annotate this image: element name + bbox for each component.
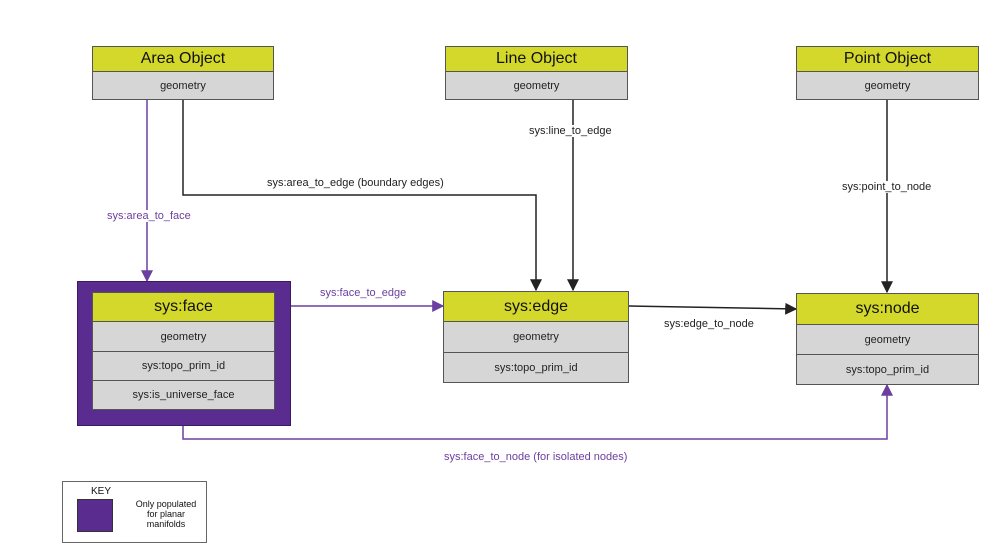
legend-key: KEY Only populated for planar manifolds <box>62 481 207 543</box>
face-topo-prim-id-field: sys:topo_prim_id <box>92 352 275 381</box>
legend-swatch-planar <box>77 499 113 532</box>
area-object-geometry-field: geometry <box>92 72 274 100</box>
point-object-title: Point Object <box>796 46 979 72</box>
area-object-title: Area Object <box>92 46 274 72</box>
face-geometry-field: geometry <box>92 322 275 352</box>
face-is-universe-face-field: sys:is_universe_face <box>92 381 275 410</box>
edge-title: sys:edge <box>443 291 629 322</box>
point-object-geometry-field: geometry <box>796 72 979 100</box>
line-object-node[interactable]: Line Object geometry <box>445 46 628 100</box>
node-geometry-field: geometry <box>796 325 979 355</box>
label-area-to-edge: sys:area_to_edge (boundary edges) <box>267 177 444 189</box>
line-object-title: Line Object <box>445 46 628 72</box>
label-point-to-node: sys:point_to_node <box>842 181 932 193</box>
face-title: sys:face <box>92 292 275 322</box>
label-area-to-face: sys:area_to_face <box>107 210 191 222</box>
label-line-to-edge: sys:line_to_edge <box>529 125 612 137</box>
link-area-to-edge <box>182 100 542 292</box>
line-object-geometry-field: geometry <box>445 72 628 100</box>
edge-topo-prim-id-field: sys:topo_prim_id <box>443 353 629 383</box>
area-object-node[interactable]: Area Object geometry <box>92 46 274 100</box>
node-node[interactable]: sys:node geometry sys:topo_prim_id <box>796 293 979 385</box>
edge-geometry-field: geometry <box>443 322 629 353</box>
point-object-node[interactable]: Point Object geometry <box>796 46 979 100</box>
legend-swatch-label: Only populated for planar manifolds <box>135 499 197 529</box>
node-title: sys:node <box>796 293 979 325</box>
legend-key-title: KEY <box>91 486 112 497</box>
link-face-to-node <box>182 383 893 440</box>
label-edge-to-node: sys:edge_to_node <box>664 318 754 330</box>
edge-node[interactable]: sys:edge geometry sys:topo_prim_id <box>443 291 629 383</box>
label-face-to-node: sys:face_to_node (for isolated nodes) <box>444 451 628 463</box>
link-edge-to-node <box>628 302 798 315</box>
label-face-to-edge: sys:face_to_edge <box>320 287 407 299</box>
node-topo-prim-id-field: sys:topo_prim_id <box>796 355 979 385</box>
face-node[interactable]: sys:face geometry sys:topo_prim_id sys:i… <box>92 292 275 410</box>
